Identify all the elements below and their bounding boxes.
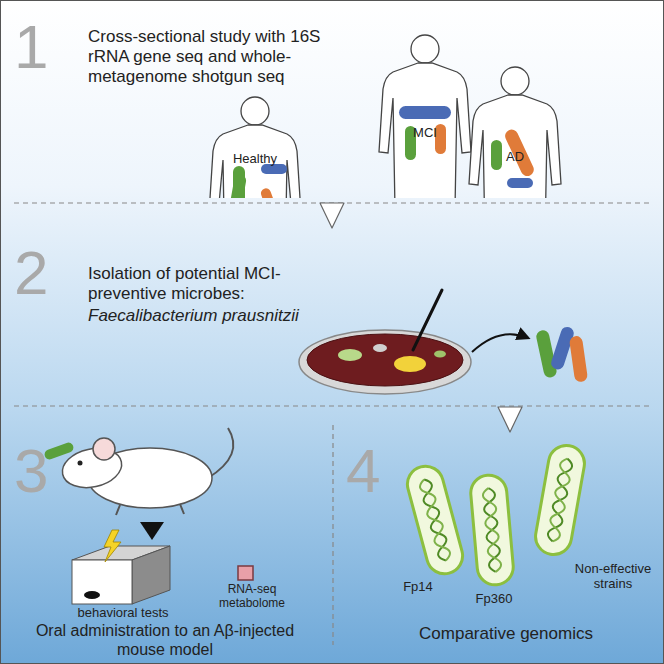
section-panel: 2 Isolation of potential MCI-preventive m… [0,232,664,402]
section-text: Isolation of potential MCI-preventive mi… [88,264,308,304]
section-text: Cross-sectional study with 16S rRNA gene… [88,27,338,87]
step-number: 4 [346,440,406,502]
figure-label: Non-effective strains [568,562,658,592]
figure-label: AD [495,150,535,165]
step-number: 3 [14,440,74,502]
section-panel: 1Cross-sectional study with 16S rRNA gen… [0,0,664,198]
figure-label: MCI [405,126,445,141]
step-number: 1 [14,16,74,78]
flow-triangle [498,407,522,432]
section-panel: 4Comparative genomics [336,436,664,664]
figure-label: RNA-seq metabolome [214,583,290,611]
figure-label: Fp14 [392,580,444,595]
section-text: Comparative genomics [396,624,616,644]
section-panel: 3Oral administration to an Aβ-injected m… [0,436,330,664]
figure-label: behavioral tests [58,606,188,621]
flow-triangle [320,203,344,228]
figure-label: Fp360 [466,592,522,607]
section-text: Faecalibacterium prausnitzii [88,306,338,326]
step-number: 2 [14,242,74,304]
section-text: Oral administration to an Aβ-injected mo… [10,622,320,660]
figure-label: Healthy [218,152,292,167]
